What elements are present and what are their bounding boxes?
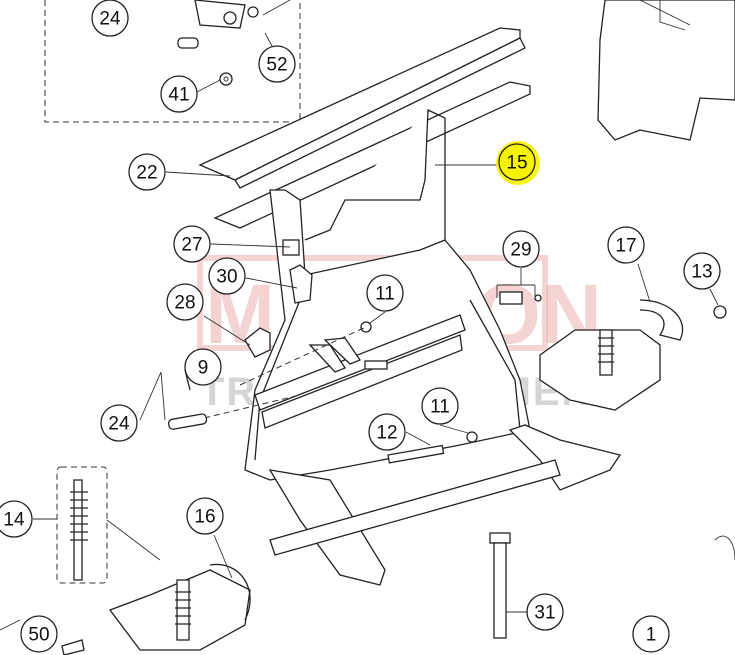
callout-12[interactable]: 12 (368, 413, 406, 451)
svg-text:50: 50 (28, 625, 49, 646)
leader-lines (33, 32, 719, 613)
svg-text:24: 24 (108, 414, 130, 435)
svg-text:11: 11 (375, 284, 395, 305)
callout-17[interactable]: 17 (607, 226, 645, 264)
callout-50[interactable]: 50 (20, 615, 58, 653)
svg-text:15: 15 (506, 153, 527, 174)
svg-text:17: 17 (615, 236, 636, 257)
svg-text:31: 31 (534, 603, 555, 624)
svg-text:27: 27 (181, 235, 202, 256)
callout-52[interactable]: 52 (258, 45, 296, 83)
callout-1[interactable]: 1 (632, 615, 670, 653)
small-parts (0, 239, 735, 655)
callout-15[interactable]: 15 (498, 143, 536, 181)
callout-11-upper[interactable]: 11 (366, 274, 404, 312)
callout-31[interactable]: 31 (526, 593, 564, 631)
callout-11-lower[interactable]: 11 (421, 387, 459, 425)
callout-24-lower[interactable]: 24 (100, 404, 138, 442)
svg-text:41: 41 (168, 85, 189, 106)
svg-text:1: 1 (646, 625, 657, 646)
callout-30[interactable]: 30 (208, 257, 246, 295)
hinge-assembly (177, 0, 291, 86)
callout-28[interactable]: 28 (166, 283, 204, 321)
callout-22[interactable]: 22 (128, 153, 166, 191)
svg-text:12: 12 (376, 423, 397, 444)
cover-part (597, 0, 735, 141)
svg-text:24: 24 (99, 9, 121, 30)
svg-text:22: 22 (136, 163, 157, 184)
callout-13[interactable]: 13 (683, 252, 721, 290)
callout-14[interactable]: 14 (0, 500, 33, 538)
svg-text:11: 11 (430, 397, 450, 418)
svg-text:28: 28 (174, 293, 195, 314)
svg-text:30: 30 (216, 267, 237, 288)
callout-24[interactable]: 24 (91, 0, 129, 37)
callout-41[interactable]: 41 (160, 75, 198, 113)
top-channel (198, 27, 531, 229)
svg-text:13: 13 (691, 262, 712, 283)
svg-text:29: 29 (510, 240, 531, 261)
svg-text:14: 14 (3, 510, 25, 531)
svg-text:16: 16 (194, 507, 215, 528)
svg-text:9: 9 (198, 358, 209, 379)
callout-29[interactable]: 29 (502, 230, 540, 268)
callout-27[interactable]: 27 (173, 225, 211, 263)
subassembly-box (44, 0, 301, 123)
callout-16[interactable]: 16 (186, 497, 224, 535)
svg-text:52: 52 (266, 55, 287, 76)
callout-9[interactable]: 9 (184, 348, 222, 386)
